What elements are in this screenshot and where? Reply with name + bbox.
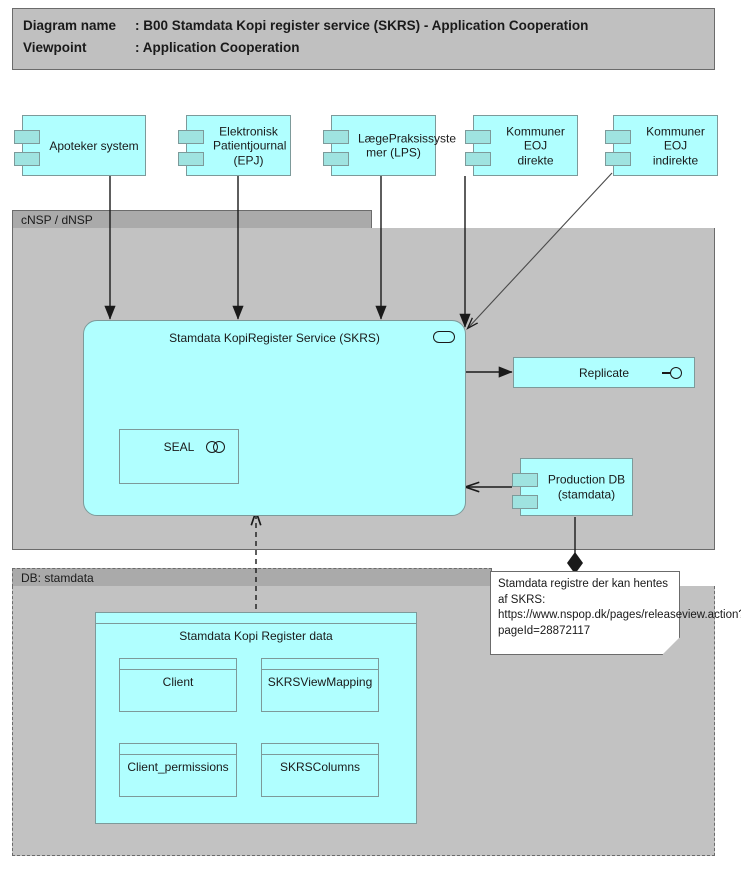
replicate-label: Replicate (578, 366, 630, 380)
application-collaboration-seal[interactable]: SEAL (119, 429, 239, 484)
diagram-header: Diagram name: B00 Stamdata Kopi register… (12, 8, 715, 70)
component-label: Kommuner EOJ direkte (506, 123, 565, 167)
group-cnsp-dnsp-tab: cNSP / dNSP (12, 210, 372, 229)
application-interface-replicate[interactable]: Replicate (513, 357, 695, 388)
group-db-stamdata-label: DB: stamdata (21, 571, 94, 585)
component-tab-upper (323, 130, 349, 144)
table-skrsviewmapping[interactable]: SKRSViewMapping (261, 658, 379, 712)
application-interface-icon (662, 367, 686, 379)
component-tab-upper (178, 130, 204, 144)
diagram-name-value: B00 Stamdata Kopi register service (SKRS… (143, 18, 589, 33)
table-header-band (120, 659, 236, 670)
viewpoint-sep: : (135, 40, 140, 55)
diagram-name-sep: : (135, 18, 140, 33)
package-label: Stamdata Kopi Register data (179, 629, 333, 643)
table-label: Client_permissions (127, 760, 229, 774)
seal-label: SEAL (163, 440, 195, 454)
diagram-name-label: Diagram name (23, 18, 117, 33)
application-service-label: Stamdata KopiRegister Service (SKRS) (169, 331, 380, 345)
component-label: Apoteker system (49, 138, 139, 153)
component-tab-lower (178, 152, 204, 166)
component-elektronisk-patientjournal[interactable]: Elektronisk Patientjournal (EPJ) (178, 115, 291, 176)
component-laegepraksissystemer-lps[interactable]: LægePraksissyste mer (LPS) (323, 115, 457, 176)
application-service-icon (433, 331, 455, 343)
table-skrscolumns[interactable]: SKRSColumns (261, 743, 379, 797)
component-tab-upper (605, 130, 631, 144)
component-label: Production DB (stamdata) (547, 472, 626, 502)
note-text: Stamdata registre der kan hentes af SKRS… (498, 578, 741, 637)
table-client[interactable]: Client (119, 658, 237, 712)
viewpoint-value: Application Cooperation (142, 40, 300, 55)
component-tab-upper (14, 130, 40, 144)
component-tab-lower (14, 152, 40, 166)
table-client-permissions[interactable]: Client_permissions (119, 743, 237, 797)
viewpoint-line: Viewpoint: Application Cooperation (23, 40, 300, 55)
component-tab-upper (465, 130, 491, 144)
viewpoint-label: Viewpoint (23, 40, 87, 55)
component-label: LægePraksissyste mer (LPS) (358, 131, 457, 160)
application-collaboration-icon (206, 441, 226, 453)
component-label: Kommuner EOJ indirekte (646, 123, 705, 167)
note-fold-corner (662, 637, 680, 655)
group-db-stamdata-tab: DB: stamdata (12, 568, 492, 587)
table-label: SKRSColumns (279, 760, 361, 774)
package-stamdata-kopi-register-data[interactable]: Stamdata Kopi Register data Client SKRSV… (95, 612, 417, 824)
component-apoteker-system[interactable]: Apoteker system (14, 115, 146, 176)
diagram-name-line: Diagram name: B00 Stamdata Kopi register… (23, 18, 588, 33)
table-header-band (262, 744, 378, 755)
component-production-db[interactable]: Production DB (stamdata) (512, 458, 633, 516)
application-service-skrs[interactable]: Stamdata KopiRegister Service (SKRS) SEA… (83, 320, 466, 516)
component-kommuner-eoj-direkte[interactable]: Kommuner EOJ direkte (465, 115, 578, 176)
component-tab-lower (512, 495, 538, 509)
component-label: Elektronisk Patientjournal (EPJ) (213, 123, 287, 167)
component-tab-upper (512, 473, 538, 487)
table-label: Client (162, 675, 194, 689)
table-header-band (262, 659, 378, 670)
component-tab-lower (605, 152, 631, 166)
component-kommuner-eoj-indirekte[interactable]: Kommuner EOJ indirekte (605, 115, 718, 176)
table-label: SKRSViewMapping (267, 675, 373, 689)
note-stamdata-registre: Stamdata registre der kan hentes af SKRS… (490, 571, 741, 655)
package-header-band (96, 613, 416, 624)
group-cnsp-dnsp-label: cNSP / dNSP (21, 213, 93, 227)
table-header-band (120, 744, 236, 755)
component-tab-lower (465, 152, 491, 166)
component-tab-lower (323, 152, 349, 166)
